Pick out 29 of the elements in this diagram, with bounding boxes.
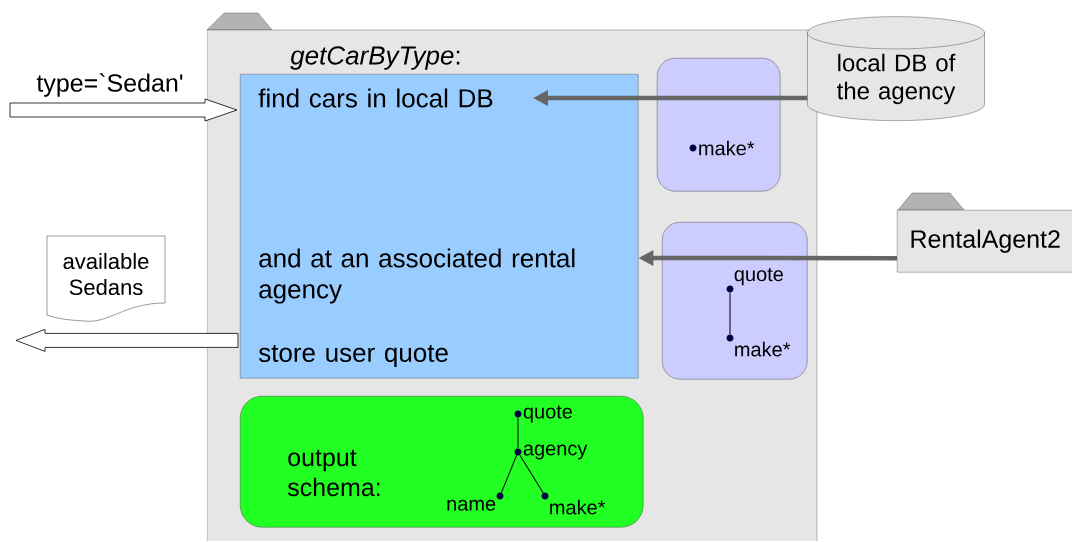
step-text: store user quote [258,344,448,368]
step-text: and at an associated rental agency [259,248,575,304]
node-label: make* [699,140,755,156]
node-label: quote [734,268,783,286]
node-label: make* [735,341,791,357]
schema-box [657,58,781,192]
tree-line [517,417,519,449]
schema-node: make* [541,492,606,515]
tree-line [500,454,518,494]
database-cylinder: local DB of the agency [807,16,985,121]
package-folder: RentalAgent2 [897,192,1072,273]
schema-node: quote [726,268,783,293]
schema-node: quote [514,405,573,423]
schema-node: agency [514,444,588,460]
tree-line [519,454,544,494]
node-label: make* [550,499,606,515]
edge-label: type=`Sedan' [36,73,183,97]
panel-title: getCarByType: [290,46,460,70]
step-text: find cars in local DB [258,88,493,108]
schema-node: make* [726,334,791,357]
tree-line [729,292,731,335]
block-arrow [9,98,238,122]
schema-heading: output schema: [287,449,380,497]
schema-node: name [447,492,504,511]
node-label: quote [523,405,573,423]
block-arrow [15,329,239,352]
node-label: name [447,499,496,511]
schema-node: make* [689,140,755,156]
schema-box [662,222,808,380]
